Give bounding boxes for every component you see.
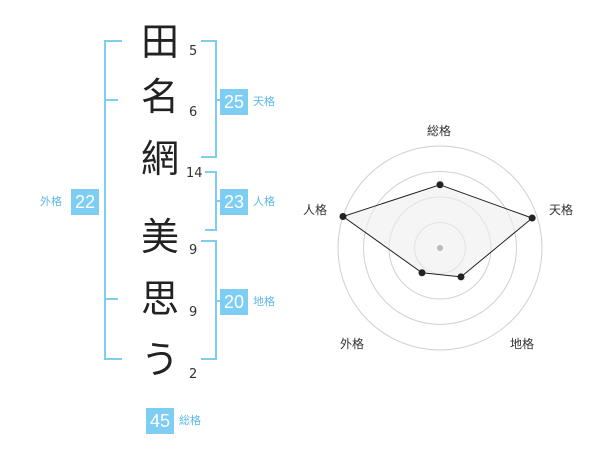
gaikaku-bracket-tick-lower bbox=[104, 298, 118, 300]
name-char-6: う bbox=[140, 338, 179, 382]
stroke-count-4: 9 bbox=[189, 243, 198, 258]
stroke-count-3: 14 bbox=[186, 166, 203, 181]
soukaku-value: 45 bbox=[146, 408, 174, 434]
stroke-count-5: 9 bbox=[189, 305, 198, 320]
jinkaku-label: 人格 bbox=[253, 195, 275, 208]
jinkaku-bracket bbox=[205, 171, 217, 231]
radar-point-1 bbox=[436, 181, 444, 189]
name-char-3: 網 bbox=[140, 137, 179, 181]
gaikaku-bracket bbox=[104, 40, 122, 360]
radar-point-4 bbox=[418, 269, 426, 277]
chikaku-value: 20 bbox=[220, 289, 248, 315]
radar-ring-3 bbox=[363, 171, 517, 325]
radar-polygon bbox=[341, 184, 534, 278]
gaikaku-value: 22 bbox=[71, 189, 99, 215]
name-char-2: 名 bbox=[140, 75, 179, 119]
stroke-count-1: 5 bbox=[189, 44, 198, 59]
radar-point-5 bbox=[339, 212, 347, 220]
name-char-1: 田 bbox=[140, 20, 179, 64]
radar-ring-4 bbox=[337, 145, 543, 351]
tenkaku-label: 天格 bbox=[253, 95, 275, 108]
tenkaku-value: 25 bbox=[220, 89, 248, 115]
soukaku-label: 総格 bbox=[179, 414, 201, 427]
radar-point-2 bbox=[528, 214, 536, 222]
chikaku-label: 地格 bbox=[253, 295, 275, 308]
gaikaku-bracket-tick-upper bbox=[104, 99, 118, 101]
name-char-4: 美 bbox=[140, 215, 179, 259]
axis-label-tenkaku: 天格 bbox=[549, 203, 574, 217]
axis-label-gaikaku: 外格 bbox=[340, 337, 365, 351]
axis-label-soukaku: 総格 bbox=[427, 124, 452, 138]
radar-center-point bbox=[437, 245, 443, 251]
jinkaku-value: 23 bbox=[220, 189, 248, 215]
radar-point-3 bbox=[457, 273, 465, 281]
axis-label-jinkaku: 人格 bbox=[303, 203, 328, 217]
gaikaku-label: 外格 bbox=[40, 195, 62, 208]
name-char-5: 思 bbox=[140, 277, 179, 321]
stroke-count-2: 6 bbox=[189, 105, 198, 120]
stroke-count-6: 2 bbox=[189, 367, 198, 382]
chikaku-bracket bbox=[201, 240, 217, 360]
axis-label-chikaku: 地格 bbox=[510, 337, 535, 351]
tenkaku-bracket bbox=[201, 40, 217, 158]
